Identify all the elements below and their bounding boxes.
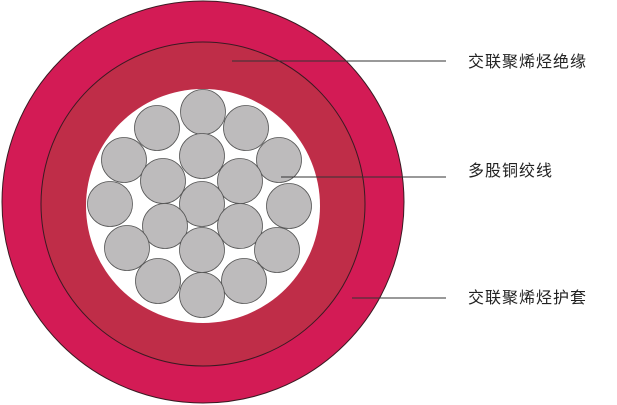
copper-strand — [179, 272, 225, 318]
copper-strand — [135, 258, 181, 304]
label-sheath: 交联聚烯烃护套 — [468, 288, 588, 307]
copper-strand — [180, 89, 226, 135]
copper-strand — [254, 227, 300, 273]
label-insulation: 交联聚烯烃绝缘 — [468, 52, 588, 71]
copper-strand — [104, 225, 150, 271]
cable-cross-section — [1, 0, 405, 404]
copper-strand — [134, 105, 180, 151]
copper-strand — [221, 258, 267, 304]
copper-strand — [179, 181, 225, 227]
copper-strand — [87, 181, 133, 227]
copper-strand — [217, 203, 263, 249]
copper-strand — [179, 133, 225, 179]
copper-strand — [179, 227, 225, 273]
leader-lines — [232, 60, 446, 299]
copper-strand — [217, 158, 263, 204]
copper-strand — [266, 183, 312, 229]
copper-strand — [101, 137, 147, 183]
copper-strand — [256, 137, 302, 183]
copper-strands — [87, 89, 312, 318]
copper-strand — [223, 105, 269, 151]
label-conductor: 多股铜绞线 — [468, 161, 554, 180]
copper-strand — [142, 203, 188, 249]
copper-strand — [140, 158, 186, 204]
